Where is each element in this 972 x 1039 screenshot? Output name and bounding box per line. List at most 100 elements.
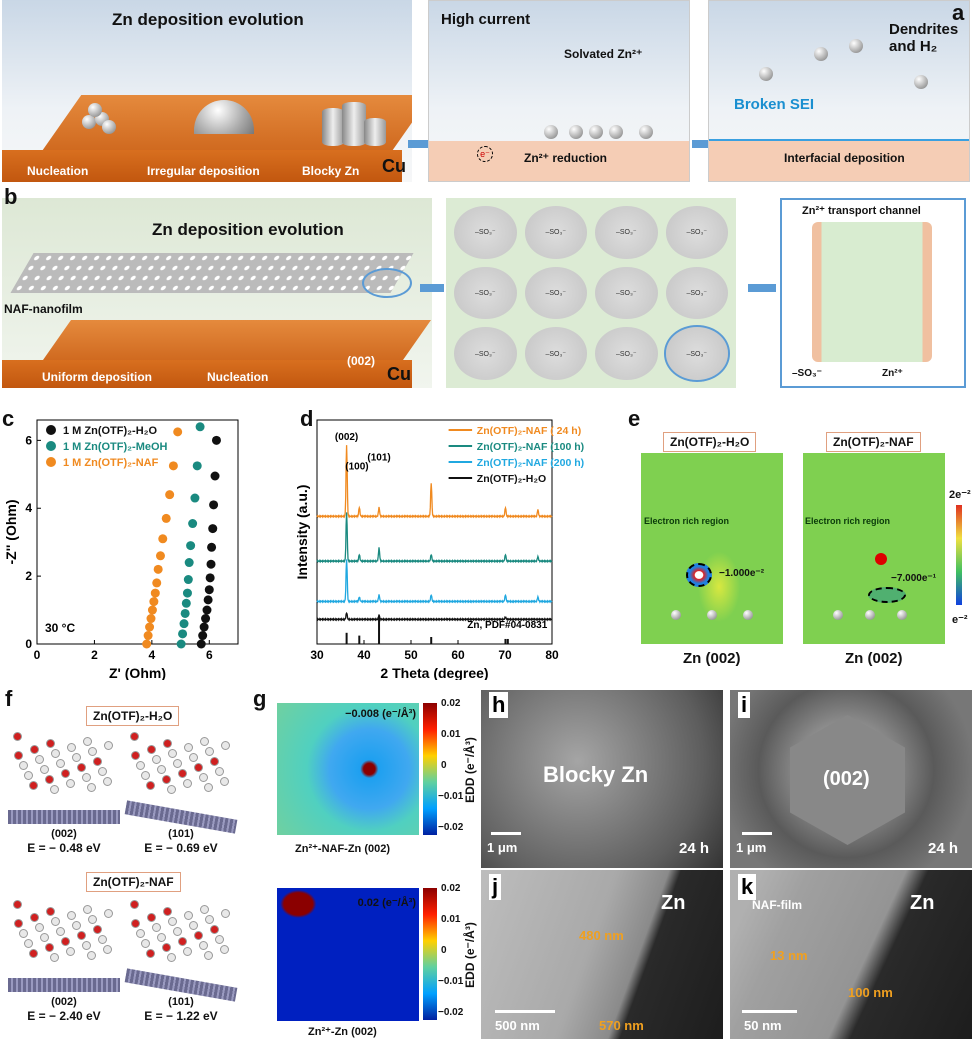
y-axis-label: Intensity (a.u.) — [295, 485, 310, 580]
legend-marker — [46, 457, 56, 467]
cbar-label: EDD (e⁻/Å³) — [463, 922, 477, 988]
energy-label: E = − 2.40 eV — [27, 1009, 101, 1023]
reference-label: Zn, PDF#04-0831 — [467, 620, 547, 631]
data-point — [183, 575, 193, 585]
label-channel: Zn²⁺ transport channel — [802, 205, 921, 217]
label-cu-b: Cu — [387, 364, 411, 384]
cbar-tick-label: −0.01 — [438, 791, 464, 802]
data-point — [152, 578, 162, 588]
cbar-label: EDD (e⁻/Å³) — [463, 737, 477, 803]
data-point — [202, 605, 212, 615]
data-point — [211, 435, 221, 445]
panel-f-box-bottom: Zn(OTF)₂-NAF — [86, 872, 181, 892]
label-reduction: Zn²⁺ reduction — [524, 151, 607, 165]
data-point — [178, 629, 188, 639]
facet-label: (002) — [51, 828, 77, 840]
cbar-e-max: 2e⁻² — [949, 489, 971, 501]
data-point — [181, 598, 191, 608]
panel-b-nanostructure: –SO₃⁻–SO₃⁻–SO₃⁻–SO₃⁻–SO₃⁻–SO₃⁻–SO₃⁻–SO₃⁻… — [446, 198, 736, 388]
label-electron-region: Electron rich region — [644, 516, 730, 526]
naf-unit: –SO₃⁻ — [595, 266, 658, 320]
data-point — [184, 558, 194, 568]
label-value-left: −1.000e⁻² — [719, 568, 765, 579]
label-interfacial: Interfacial deposition — [784, 151, 905, 165]
data-point — [149, 597, 159, 607]
data-point — [161, 513, 171, 523]
legend-entry: Zn(OTF)₂-H₂O — [477, 473, 546, 485]
adsorption-structure: (002)E = − 2.40 eV — [8, 898, 120, 1023]
data-point — [146, 614, 156, 624]
sem-image-i: i (002) 1 μm 24 h — [730, 690, 972, 868]
annotation-temp: 30 °C — [45, 621, 75, 635]
series-line — [316, 559, 553, 604]
dim-570: 570 nm — [599, 1018, 644, 1033]
scale-bar-h: 1 μm — [487, 840, 518, 855]
cbar-tick-label: −0.01 — [438, 976, 464, 987]
naf-unit: –SO₃⁻ — [524, 266, 587, 320]
data-point — [203, 595, 213, 605]
label-blocky: Blocky Zn — [302, 164, 360, 178]
naf-unit: –SO₃⁻ — [454, 327, 517, 380]
data-point — [204, 585, 214, 595]
facet-label: (101) — [168, 828, 194, 840]
panel-label-e: e — [628, 406, 641, 431]
legend-entry: 1 M Zn(OTF)₂-MeOH — [63, 441, 168, 453]
legend-entry: Zn(OTF)₂-NAF (100 h) — [477, 441, 584, 453]
panel-e-title-right: Zn(OTF)₂-NAF — [826, 432, 921, 452]
data-point — [207, 542, 217, 552]
data-point — [173, 427, 183, 437]
x-tick-label: 4 — [149, 648, 156, 662]
panel-g-bottom-map: 0.02 (e⁻/Å³) — [277, 888, 419, 1021]
arrow-icon — [748, 284, 776, 292]
panel-label-f: f — [5, 686, 13, 711]
naf-unit: –SO₃⁻ — [454, 206, 517, 259]
naf-unit: –SO₃⁻ — [595, 327, 658, 380]
data-point — [142, 639, 152, 649]
legend-entry: 1 M Zn(OTF)₂-NAF — [63, 457, 159, 469]
naf-unit: –SO₃⁻ — [665, 266, 728, 320]
panel-e-caption-left: Zn (002) — [683, 650, 741, 667]
naf-unit: –SO₃⁻ — [595, 206, 658, 259]
x-axis-label: 2 Theta (degree) — [380, 665, 488, 680]
data-point — [182, 588, 192, 598]
time-label-i: 24 h — [928, 840, 959, 857]
series-line — [316, 611, 553, 622]
colorbar-e — [956, 505, 962, 605]
legend-marker — [46, 441, 56, 451]
legend-so3: –SO₃⁻ — [792, 368, 822, 379]
label-naf-film-k: NAF-film — [752, 898, 802, 912]
x-axis-label: Z' (Ohm) — [109, 665, 166, 680]
legend-zn: Zn²⁺ — [882, 368, 903, 379]
legend-entry: Zn(OTF)₂-NAF (200 h) — [477, 457, 584, 469]
data-point — [153, 564, 163, 574]
panel-label-j: j — [489, 874, 502, 900]
cbar-tick-label: 0 — [441, 945, 447, 956]
data-point — [158, 534, 168, 544]
energy-label: E = − 0.69 eV — [144, 841, 218, 855]
panel-label-a: a — [952, 0, 965, 25]
data-point — [208, 524, 218, 534]
label-uniform: Uniform deposition — [42, 370, 152, 384]
colorbar-g — [423, 888, 437, 1020]
data-point — [205, 573, 215, 583]
dim-100: 100 nm — [848, 985, 893, 1000]
x-tick-label: 40 — [357, 648, 371, 662]
data-point — [176, 639, 186, 649]
panel-label-g: g — [253, 686, 267, 711]
series-line — [316, 512, 553, 564]
peak-label: (002) — [335, 432, 358, 443]
data-point — [195, 422, 205, 432]
panel-e-caption-right: Zn (002) — [845, 650, 903, 667]
panel-f-box-top: Zn(OTF)₂-H₂O — [86, 706, 180, 726]
data-point — [186, 541, 196, 551]
label-002: (002) — [823, 768, 870, 790]
adsorption-structure: (101)E = − 0.69 eV — [124, 730, 238, 855]
x-tick-label: 70 — [498, 648, 512, 662]
x-tick-label: 60 — [451, 648, 465, 662]
label-zn-k: Zn — [910, 892, 935, 914]
x-tick-label: 6 — [206, 648, 213, 662]
label-naf-film: NAF-nanofilm — [4, 302, 83, 316]
label-value-right: −7.000e⁻¹ — [891, 573, 937, 584]
legend-entry: 1 M Zn(OTF)₂-H₂O — [63, 425, 158, 437]
